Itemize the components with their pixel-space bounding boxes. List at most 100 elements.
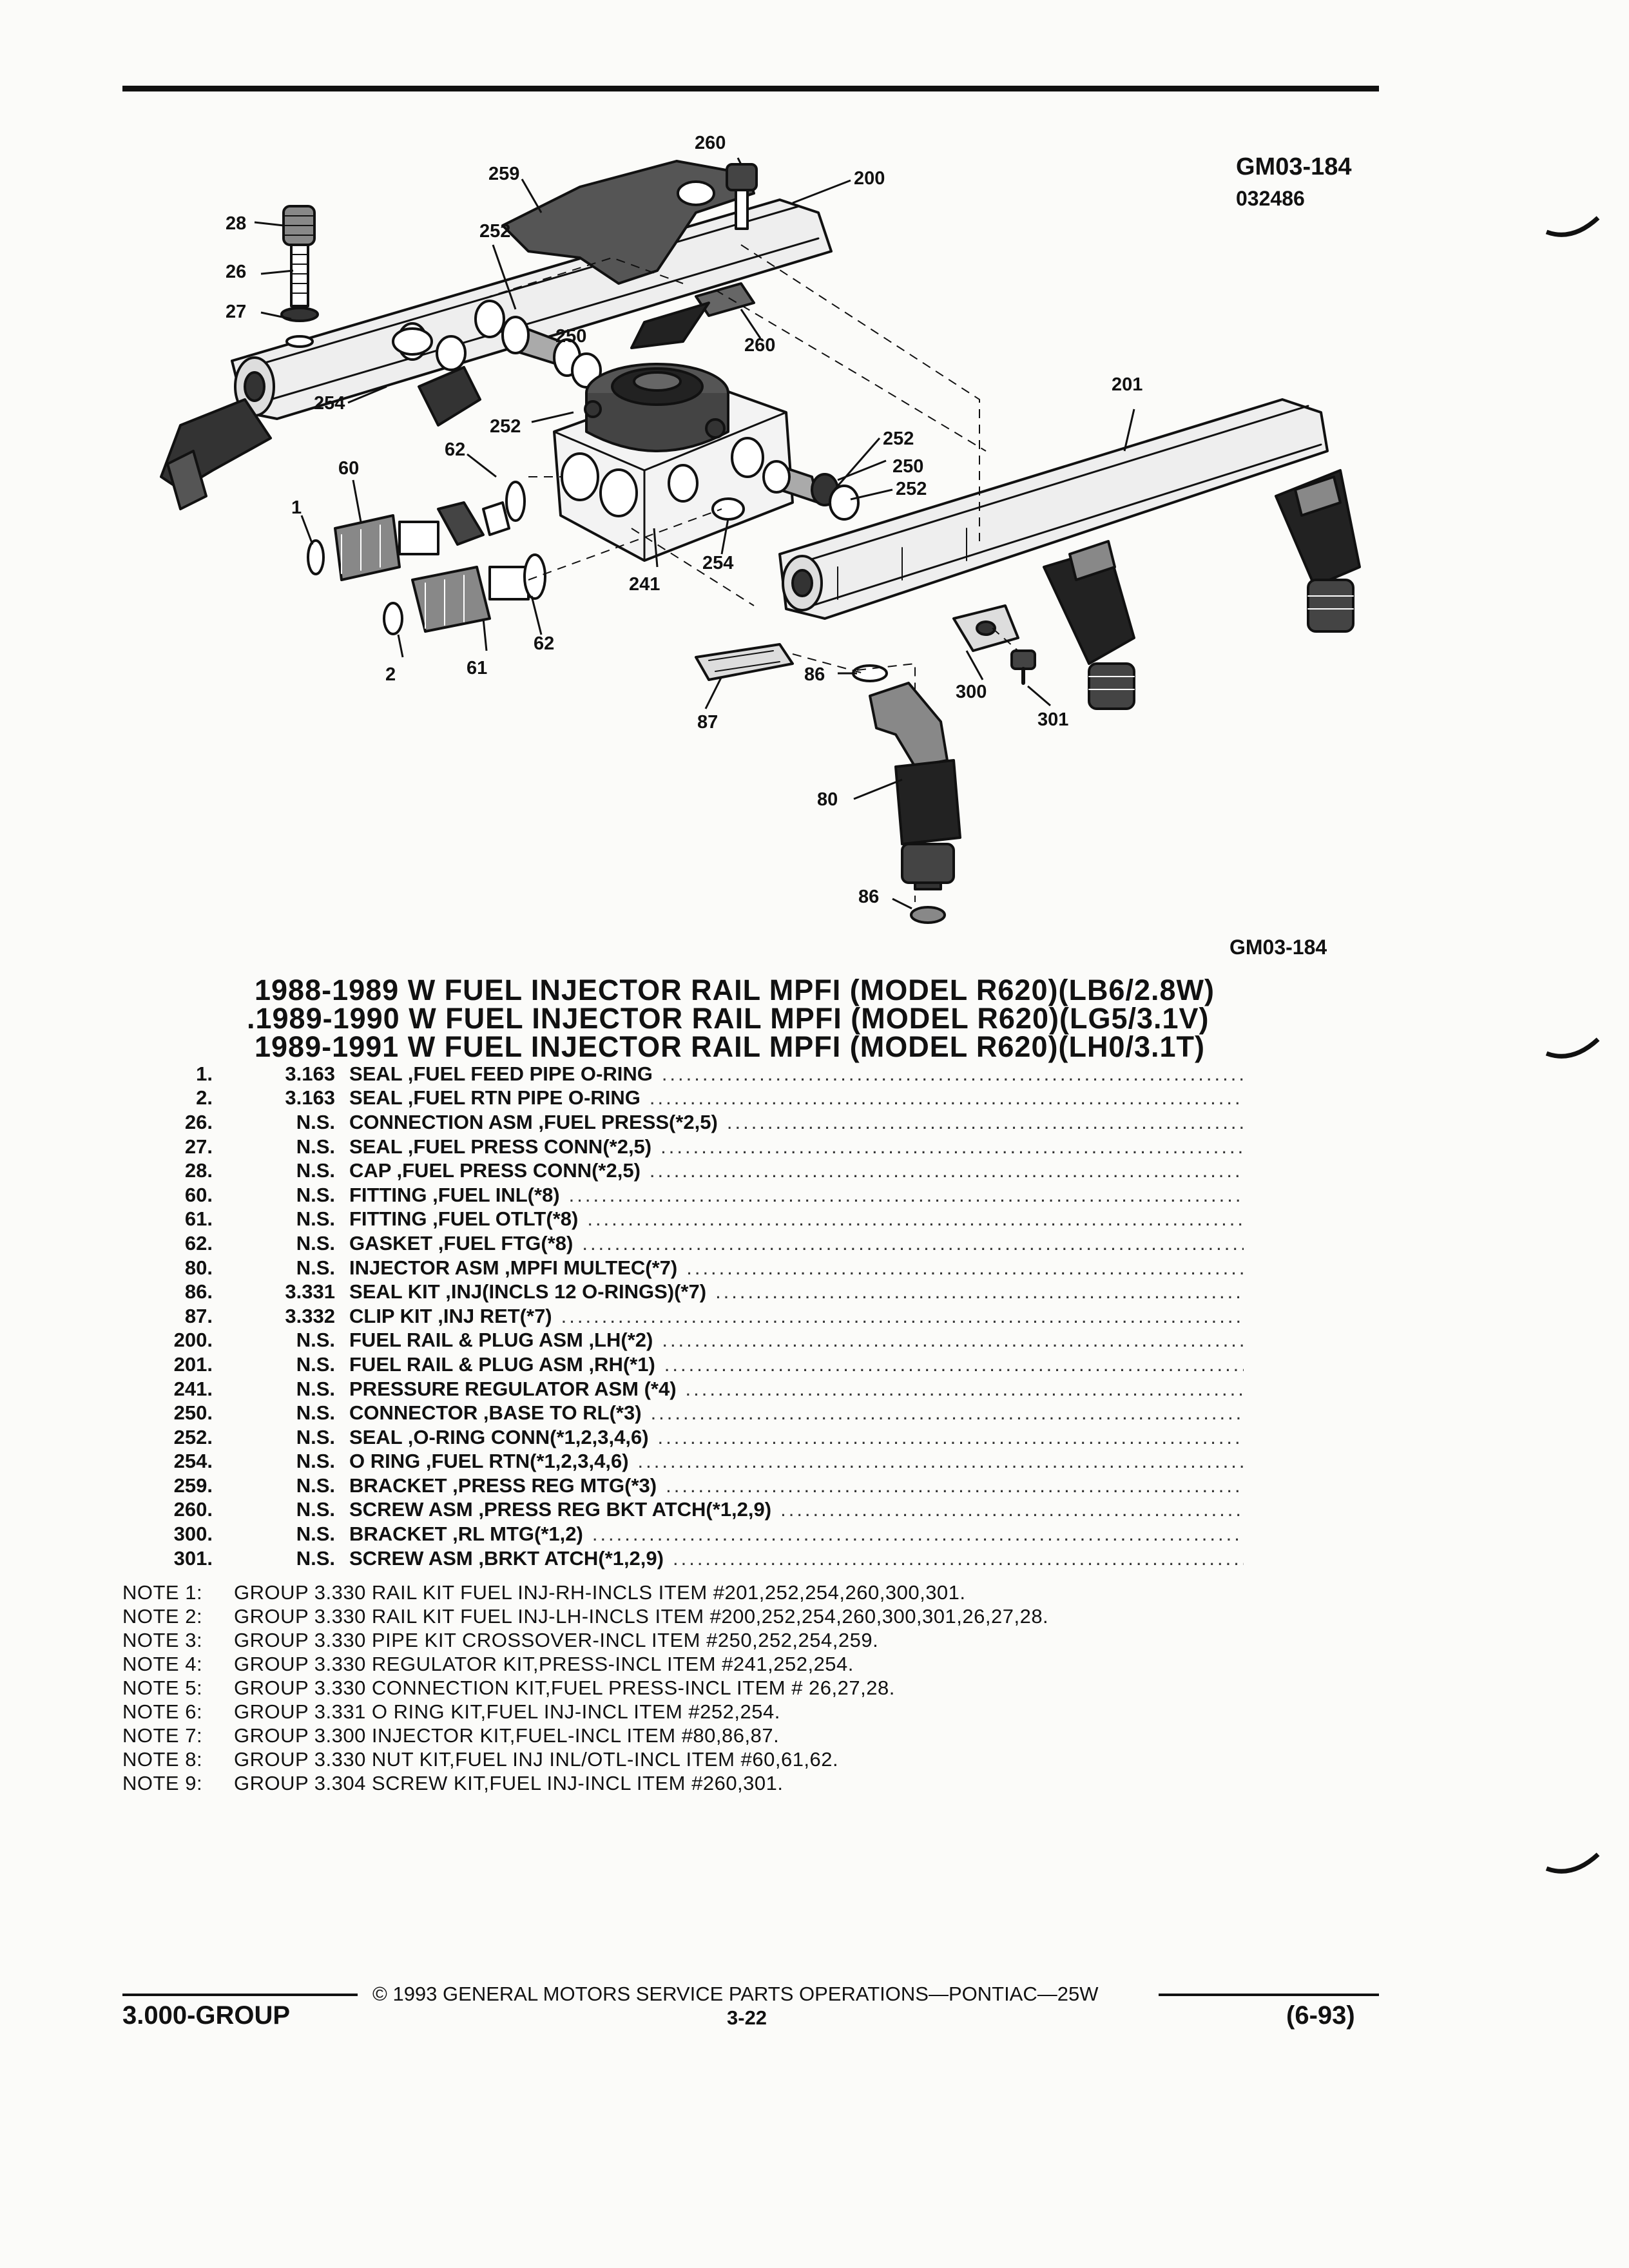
part-number: 252. [173,1425,213,1448]
part-row: 26.N.S.CONNECTION ASM ,FUEL PRESS(*2,5) [129,1110,1244,1135]
part-group: N.S. [296,1523,335,1546]
part-group: N.S. [296,1474,335,1497]
part-group: N.S. [296,1256,335,1279]
part-desc-wrap: FITTING ,FUEL OTLT(*8) [349,1207,1244,1231]
callout: 60 [338,458,360,479]
note-text: GROUP 3.330 PIPE KIT CROSSOVER-INCL ITEM… [234,1628,879,1651]
top-rule [122,86,1379,91]
footer-copyright: © 1993 GENERAL MOTORS SERVICE PARTS OPER… [372,1983,1099,2005]
callout: 62 [445,439,466,460]
note-text: GROUP 3.331 O RING KIT,FUEL INJ-INCL ITE… [234,1700,780,1723]
note-label: NOTE 9: [122,1771,203,1794]
catalog-title: 1988-1989 W FUEL INJECTOR RAIL MPFI (MOD… [247,975,1286,1061]
part-desc-wrap: FITTING ,FUEL INL(*8) [349,1184,1244,1207]
part-group: N.S. [296,1401,335,1425]
part-desc-wrap: SEAL ,FUEL RTN PIPE O-RING [349,1086,1244,1110]
part-description: CAP ,FUEL PRESS CONN(*2,5) [349,1159,641,1182]
part-group: 3.332 [285,1304,335,1327]
leader-dots [650,1086,1244,1110]
callout: 254 [702,553,734,573]
part-number: 86. [184,1280,213,1303]
note-row: NOTE 8: GROUP 3.330 NUT KIT,FUEL INJ INL/… [122,1747,1347,1771]
part-number: 1. [196,1062,213,1085]
callout: 260 [744,335,776,356]
leader-dots [651,1401,1244,1425]
part-row: 254. N.S. O RING ,FUEL RTN(*1,2,3,4,6) [129,1450,1244,1474]
callout: 86 [858,887,880,907]
binder-mark [1545,216,1600,237]
part-group: N.S. [296,1377,335,1400]
part-group: N.S. [296,1546,335,1570]
part-group: 3.163 [285,1062,335,1085]
note-label: NOTE 3: [122,1628,203,1651]
part-description: FUEL RAIL & PLUG ASM ,RH(*1) [349,1352,655,1376]
part-number: 300. [173,1523,213,1546]
leader-dots [686,1256,1244,1280]
leader-dots [592,1523,1244,1546]
callout: 301 [1037,709,1069,730]
part-number: 62. [184,1231,213,1254]
note-label: NOTE 8: [122,1747,203,1771]
part-number: 200. [173,1329,213,1352]
part-desc-wrap: FUEL RAIL & PLUG ASM ,RH(*1) [349,1353,1244,1376]
fuel-pressure-connection [280,205,319,348]
part-group: N.S. [296,1135,335,1158]
part-desc-wrap: SEAL ,FUEL PRESS CONN(*2,5) [349,1135,1244,1158]
part-number: 254. [173,1450,213,1473]
pressure-regulator-bracket [501,160,755,285]
part-row: 61.N.S.FITTING ,FUEL OTLT(*8) [129,1207,1244,1232]
title-line: .1989-1990 W FUEL INJECTOR RAIL MPFI (MO… [247,1002,1210,1035]
callout: 300 [956,682,987,702]
note-row: NOTE 4:GROUP 3.330 REGULATOR KIT,PRESS-I… [122,1652,1347,1676]
detached-injector [852,664,961,924]
leader-dots [660,1135,1244,1158]
part-group: N.S. [296,1329,335,1352]
part-number: 201. [173,1352,213,1376]
part-number: 259. [173,1474,213,1497]
part-row: 27. N.S. SEAL ,FUEL PRESS CONN(*2,5) [129,1135,1244,1159]
callout: 80 [817,789,838,810]
note-label: NOTE 2: [122,1604,203,1628]
callout: 87 [697,712,718,733]
part-row: 80. N.S. INJECTOR ASM ,MPFI MULTEC(*7) [129,1256,1244,1280]
leader-dots [666,1474,1244,1497]
callout: 28 [226,213,247,234]
part-number: 27. [184,1135,213,1158]
o-ring-254 [711,497,745,521]
part-row: 250.N.S.CONNECTOR ,BASE TO RL(*3) [129,1401,1244,1425]
part-number: 80. [184,1256,213,1279]
part-number: 260. [173,1498,213,1521]
part-group: N.S. [296,1450,335,1473]
part-row: 62.N.S.GASKET ,FUEL FTG(*8) [129,1231,1244,1256]
part-desc-wrap: CONNECTOR ,BASE TO RL(*3) [349,1401,1244,1425]
part-number: 241. [173,1377,213,1400]
fuel-inlet-fitting [307,481,526,581]
note-row: NOTE 5:GROUP 3.330 CONNECTION KIT,FUEL P… [122,1676,1347,1700]
leader-dots [715,1280,1244,1303]
callout: 252 [883,428,914,449]
callout: 259 [488,164,520,184]
part-description: SCREW ASM ,BRKT ATCH(*1,2,9) [349,1546,664,1570]
callout: 241 [629,574,660,595]
part-description: O RING ,FUEL RTN(*1,2,3,4,6) [349,1450,629,1473]
part-description: SEAL ,O-RING CONN(*1,2,3,4,6) [349,1425,649,1448]
note-text: GROUP 3.330 NUT KIT,FUEL INJ INL/OTL-INC… [234,1747,839,1771]
note-row: NOTE 7:GROUP 3.300 INJECTOR KIT,FUEL-INC… [122,1724,1347,1747]
part-description: SEAL KIT ,INJ(INCLS 12 O-RINGS)(*7) [349,1280,707,1303]
part-description: SEAL ,FUEL PRESS CONN(*2,5) [349,1135,652,1158]
notes-list: NOTE 1:GROUP 3.330 RAIL KIT FUEL INJ-RH-… [122,1581,1347,1795]
callout: 200 [854,168,885,189]
page-number: 3-22 [727,2006,767,2029]
pressure-regulator-body [553,363,794,562]
part-description: INJECTOR ASM ,MPFI MULTEC(*7) [349,1256,678,1279]
leader-dots [658,1426,1244,1449]
part-row: 260.N.S.SCREW ASM ,PRESS REG BKT ATCH(*1… [129,1498,1244,1523]
part-number: 26. [184,1110,213,1133]
part-description: CLIP KIT ,INJ RET(*7) [349,1304,552,1327]
part-description: SEAL ,FUEL RTN PIPE O-RING [349,1086,641,1110]
rh-injector-rear [1275,469,1361,633]
note-text: GROUP 3.330 RAIL KIT FUEL INJ-LH-INCLS I… [234,1604,1049,1628]
